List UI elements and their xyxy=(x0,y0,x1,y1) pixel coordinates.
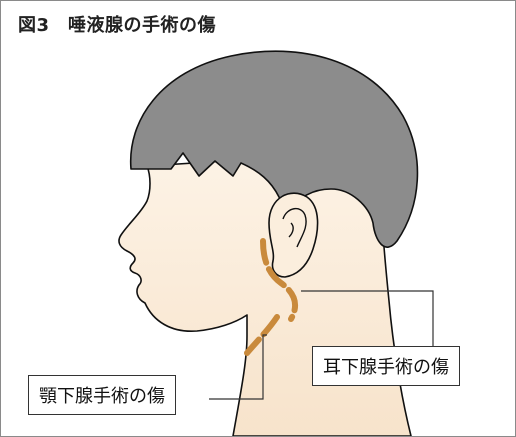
figure-title: 図3 唾液腺の手術の傷 xyxy=(18,15,217,36)
submandibular-leader-line xyxy=(209,334,267,400)
ear-inner xyxy=(282,208,307,248)
hair xyxy=(129,50,419,248)
submandibular-scar-label: 顎下腺手術の傷 xyxy=(28,375,176,415)
parotid-leader-line xyxy=(301,290,434,347)
parotid-scar xyxy=(260,238,299,322)
submandibular-scar xyxy=(244,314,280,356)
parotid-scar-label: 耳下腺手術の傷 xyxy=(312,346,460,386)
